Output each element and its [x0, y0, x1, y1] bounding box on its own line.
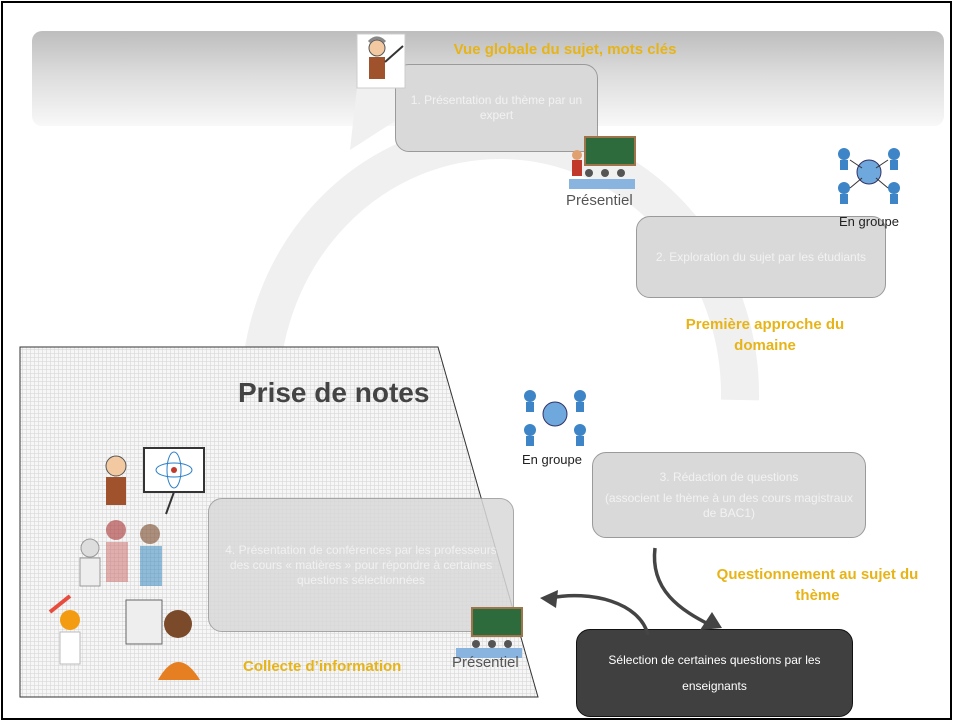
group-mid-label: En groupe	[522, 452, 582, 467]
selection-text: Sélection de certaines questions par les…	[608, 653, 821, 693]
professor-pointer-icon	[356, 33, 406, 89]
step-3-line1: 3. Rédaction de questions	[659, 469, 799, 484]
group-top-label: En groupe	[839, 214, 899, 229]
classroom-icon-2	[456, 607, 523, 658]
note-panel-title: Prise de notes	[238, 377, 430, 408]
step-2-box: 2. Exploration du sujet par les étudiant…	[636, 216, 886, 298]
step-3-box: 3. Rédaction de questions (associent le …	[592, 452, 866, 538]
network-group-icon	[838, 148, 900, 204]
presentiel-top-label: Présentiel	[566, 192, 633, 209]
classroom-icon	[569, 136, 636, 189]
step-1-text: 1. Présentation du thème par un expert	[410, 93, 583, 122]
stage-first-approach: Première approche du domaine	[685, 316, 845, 354]
step-4-box: 4. Présentation de conférences par les p…	[208, 498, 514, 632]
scientist-icon	[48, 594, 81, 665]
network-group-icon-2	[524, 390, 586, 446]
step-4-text: 4. Présentation de conférences par les p…	[225, 542, 497, 587]
step-3-line2: (associent le thème à un des cours magis…	[604, 490, 854, 520]
step-2-text: 2. Exploration du sujet par les étudiant…	[655, 249, 867, 264]
scientist-board-icon	[105, 447, 205, 515]
people-icon	[79, 520, 162, 587]
step-1-box: 1. Présentation du thème par un expert	[395, 64, 598, 152]
banner-title: Vue globale du sujet, mots clés	[453, 41, 677, 58]
stage-collect: Collecte d’information	[243, 658, 402, 675]
selection-box: Sélection de certaines questions par les…	[576, 629, 853, 717]
stage-questioning: Questionnement au sujet du thème	[716, 566, 919, 604]
presentiel-bottom-label: Présentiel	[452, 654, 519, 671]
meeting-icon	[125, 599, 200, 680]
